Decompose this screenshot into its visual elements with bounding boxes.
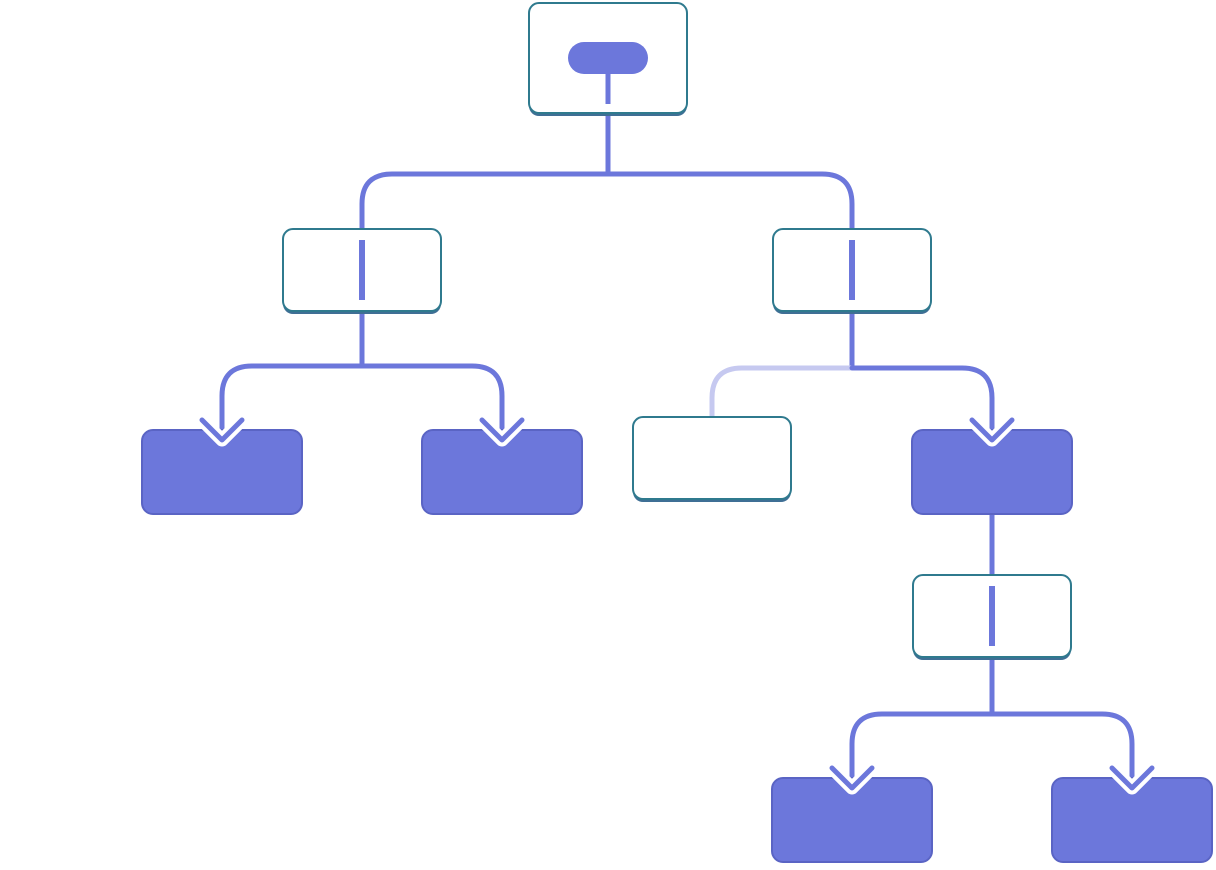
- node-pill-marker-root: [568, 42, 648, 74]
- node-box-left-leaf-2: [421, 429, 583, 515]
- arrows-layer: [195, 413, 1159, 795]
- node-left-branch: [282, 228, 442, 314]
- node-deep-leaf-1: [771, 777, 933, 863]
- arrowhead-deep-leaf-2: [1109, 765, 1155, 791]
- node-left-leaf-2: [421, 429, 583, 515]
- edge-root-to-left-branch: [359, 171, 611, 231]
- node-left-leaf-1: [141, 429, 303, 515]
- node-box-right-empty: [632, 416, 792, 500]
- arrowhead-left-leaf-2: [479, 417, 525, 443]
- edge-right-branch-to-right-empty: [709, 365, 855, 419]
- node-right-filled: [911, 429, 1073, 515]
- node-box-left-leaf-1: [141, 429, 303, 515]
- node-deep-branch: [912, 574, 1072, 660]
- node-root: [528, 2, 688, 116]
- arrowhead-right-filled: [969, 417, 1015, 443]
- node-right-branch: [772, 228, 932, 314]
- edge-deep-branch-to-deep-leaf-2: [989, 711, 1135, 791]
- node-box-deep-leaf-1: [771, 777, 933, 863]
- arrowhead-left-leaf-1: [199, 417, 245, 443]
- edge-deep-branch-to-deep-leaf-1: [849, 711, 995, 791]
- node-box-right-filled: [911, 429, 1073, 515]
- edge-right-branch-to-right-filled: [849, 365, 995, 443]
- node-right-empty: [632, 416, 792, 502]
- node-deep-leaf-2: [1051, 777, 1213, 863]
- nodes-layer: [141, 2, 1213, 863]
- edge-left-branch-to-left-leaf-1: [219, 363, 365, 443]
- edge-left-branch-to-left-leaf-2: [359, 363, 505, 443]
- edge-root-to-right-branch: [605, 171, 855, 231]
- arrowhead-deep-leaf-1: [829, 765, 875, 791]
- edges-layer: [219, 114, 1135, 791]
- node-box-deep-leaf-2: [1051, 777, 1213, 863]
